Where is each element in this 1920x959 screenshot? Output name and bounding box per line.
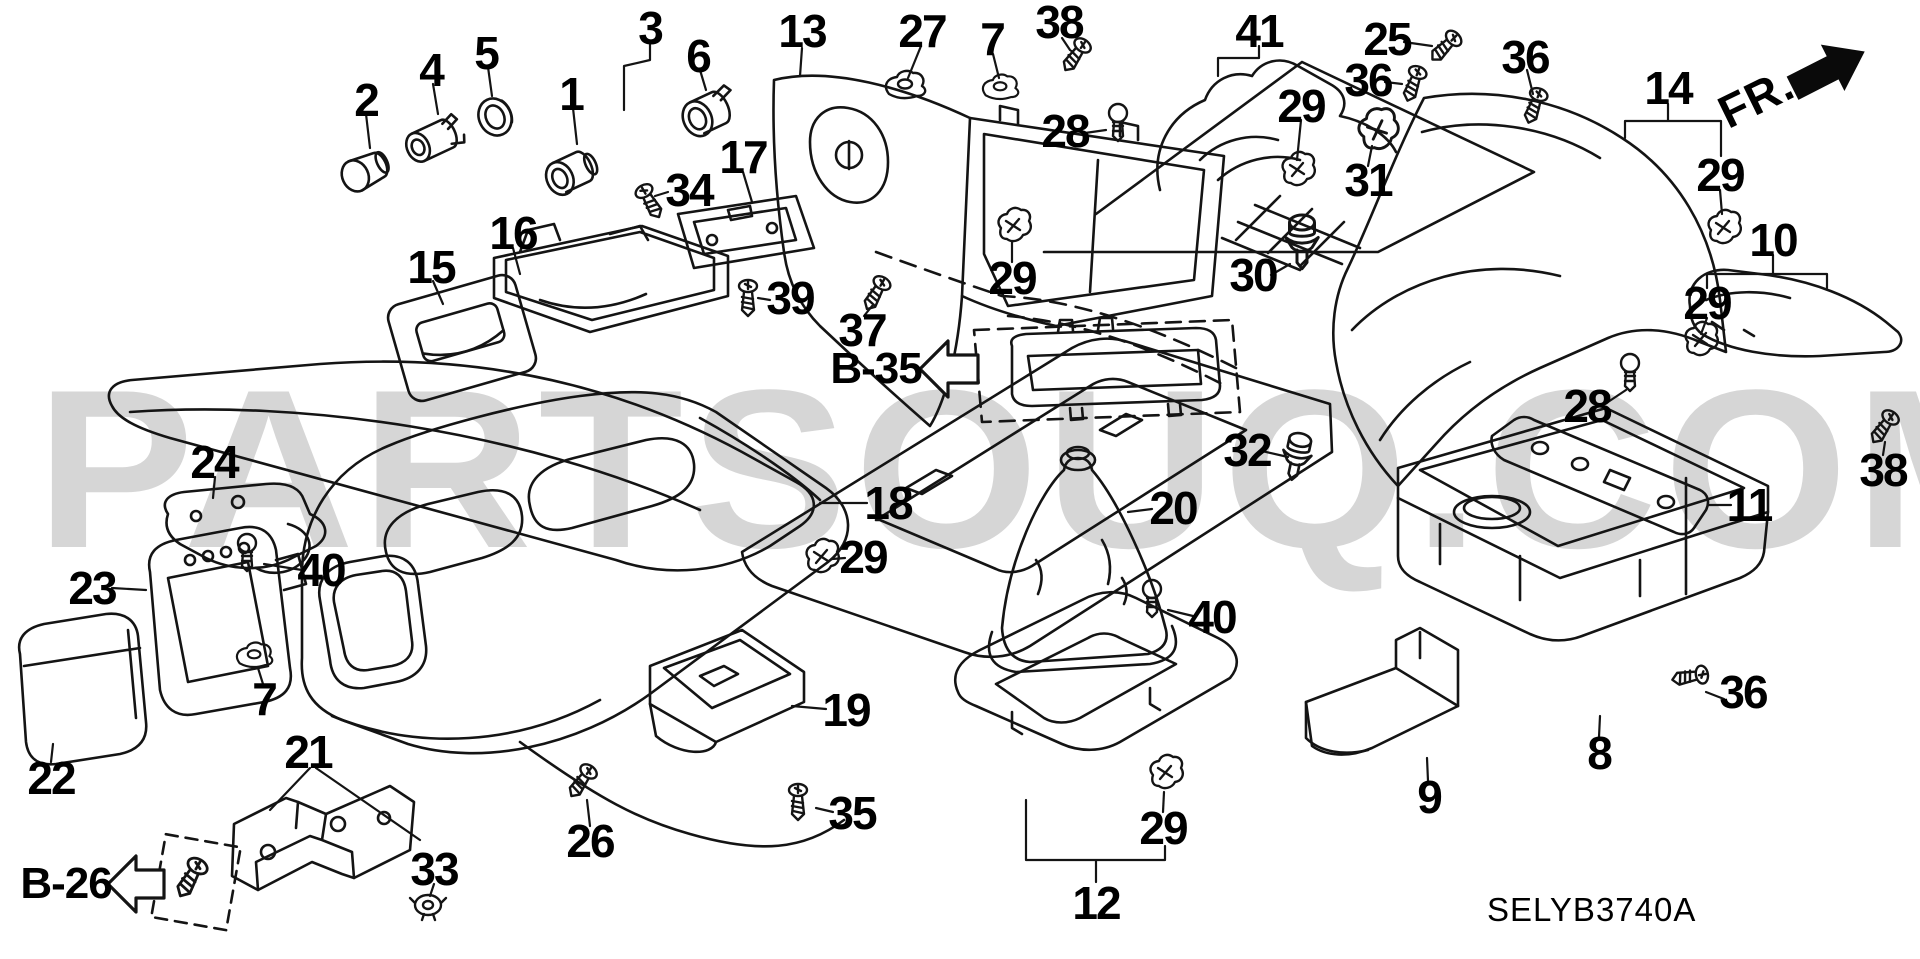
part-1-lighter — [544, 150, 599, 197]
part-19-tray — [648, 628, 806, 754]
part-label: 29 — [1696, 149, 1745, 201]
part-label: 38 — [1859, 444, 1908, 496]
part-label: 13 — [778, 5, 827, 57]
part-label: 39 — [766, 272, 815, 324]
reference-label-b26: B-26 — [20, 859, 112, 908]
part-label: 31 — [1344, 154, 1393, 206]
part-5-ring — [477, 97, 514, 137]
part-2-socket — [340, 150, 390, 193]
part-label: 7 — [252, 673, 278, 725]
part-label: 36 — [1719, 666, 1768, 718]
console-body — [300, 390, 850, 848]
part-label: 14 — [1644, 62, 1693, 114]
part-label: 29 — [988, 252, 1037, 304]
part-label: 29 — [1683, 277, 1732, 329]
part-label: 2 — [354, 74, 380, 126]
part-label: 40 — [297, 544, 346, 596]
part-label: 41 — [1235, 5, 1284, 57]
part-label: 9 — [1417, 771, 1443, 823]
part-label: 28 — [1563, 380, 1612, 432]
part-label: 1 — [559, 68, 585, 120]
part-label: 25 — [1363, 13, 1412, 65]
cut-line-dashed-2 — [1006, 314, 1224, 386]
part-label: 6 — [686, 30, 712, 82]
part-label: 40 — [1188, 591, 1237, 643]
reference-label-b35: B-35 — [830, 344, 922, 393]
part-label: 23 — [68, 562, 117, 614]
part-6-socket — [681, 84, 732, 138]
b35-dashed-box — [972, 316, 1242, 424]
part-22-pocket — [17, 612, 148, 766]
part-label: 21 — [284, 726, 333, 778]
part-8-console-tray — [1396, 406, 1770, 642]
part-16-ashtray — [492, 222, 730, 334]
part-label: 35 — [828, 787, 877, 839]
part-label: 38 — [1035, 0, 1084, 48]
part-label: 28 — [1041, 105, 1090, 157]
part-24-latch — [163, 482, 327, 575]
part-9-cover — [1304, 626, 1460, 756]
leader-lines — [49, 36, 1887, 898]
part-21-stay — [230, 784, 416, 892]
part-label: 5 — [474, 27, 500, 79]
part-label: 22 — [27, 752, 76, 804]
part-label: 33 — [410, 843, 459, 895]
part-label: 36 — [1344, 54, 1393, 106]
part-11-bracket-bar — [1490, 415, 1710, 596]
part-label: 30 — [1229, 249, 1278, 301]
part-label: 20 — [1149, 482, 1198, 534]
part-label: 8 — [1587, 727, 1613, 779]
fasteners — [169, 26, 1903, 922]
part-label: 16 — [489, 207, 538, 259]
part-label: 32 — [1223, 424, 1272, 476]
part-17-lid — [676, 194, 816, 270]
part-label: 3 — [638, 2, 664, 54]
part-label: 17 — [719, 131, 768, 183]
part-label: 26 — [566, 815, 615, 867]
part-label: 7 — [980, 13, 1006, 65]
part-label: 29 — [839, 531, 888, 583]
part-label: 10 — [1749, 214, 1798, 266]
part-label: 27 — [898, 5, 947, 57]
part-15-plate — [386, 273, 538, 403]
part-label: 11 — [1726, 479, 1774, 531]
part-label: 15 — [407, 241, 456, 293]
part-18-armrest — [107, 360, 816, 572]
fr-direction-arrow-icon — [1786, 44, 1865, 100]
part-label: 24 — [190, 436, 239, 488]
part-label: 12 — [1072, 877, 1121, 929]
part-label: 29 — [1277, 80, 1326, 132]
cut-line-dashed — [874, 250, 1238, 370]
b35-arrow-icon — [918, 339, 980, 399]
part-label: 19 — [822, 684, 871, 736]
part-23-frame — [147, 525, 308, 717]
part-label: 36 — [1501, 31, 1550, 83]
part-12-panel-frame — [953, 590, 1239, 752]
part-label: 18 — [864, 477, 913, 529]
part-label: 29 — [1139, 802, 1188, 854]
part-label: 34 — [665, 164, 714, 216]
part-label: 4 — [419, 44, 445, 96]
part-14-console-cover — [1332, 92, 1728, 488]
b26-arrow-icon — [106, 854, 166, 914]
console-shifter-deck — [740, 337, 1334, 659]
diagram-code: SELYB3740A — [1487, 891, 1697, 928]
part-4-lighter — [404, 112, 466, 163]
part-label: 37 — [838, 304, 887, 356]
part-20-shift-boot — [987, 445, 1178, 674]
